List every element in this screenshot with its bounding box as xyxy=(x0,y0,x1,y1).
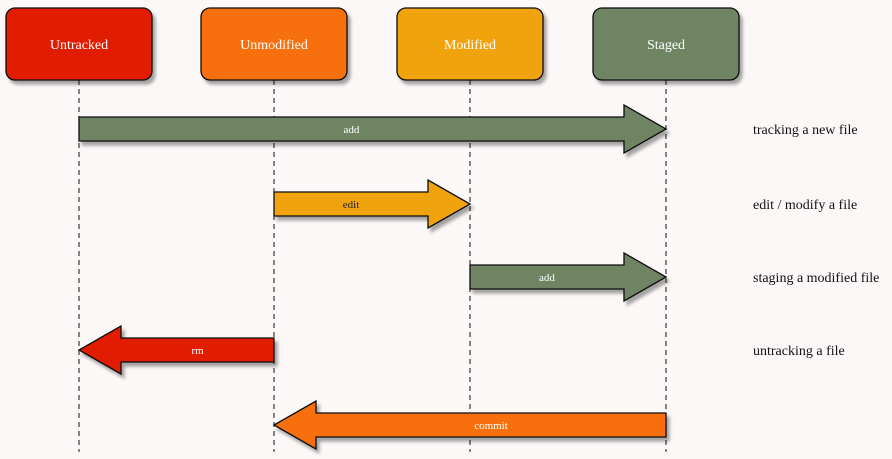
state-staged: Staged xyxy=(592,7,740,81)
transition-descriptions: tracking a new file edit / modify a file s… xyxy=(753,123,879,359)
arrow-label-add: add xyxy=(344,124,360,136)
transition-description: staging a modified file xyxy=(753,271,879,286)
transition-commit-staged-to-unmodified: commit xyxy=(272,399,667,451)
state-label-modified: Modified xyxy=(444,38,496,53)
transition-add-modified-to-staged: add xyxy=(469,251,668,303)
arrow-label-rm: rm xyxy=(191,345,204,357)
arrow-add xyxy=(78,103,668,155)
transition-description: edit / modify a file xyxy=(753,198,857,213)
state-label-staged: Staged xyxy=(647,38,685,53)
state-modified: Modified xyxy=(396,7,544,81)
state-unmodified: Unmodified xyxy=(200,7,348,81)
transition-description: untracking a file xyxy=(753,344,845,359)
arrow-add xyxy=(469,251,668,303)
transition-edit-unmodified-to-modified: edit xyxy=(273,178,472,230)
arrow-label-add: add xyxy=(539,272,555,284)
state-boxes: Untracked Unmodified Modified Staged xyxy=(5,7,740,81)
state-label-untracked: Untracked xyxy=(50,38,108,53)
arrow-edit xyxy=(273,178,472,230)
state-box-modified xyxy=(396,7,544,81)
state-box-untracked xyxy=(5,7,153,81)
state-box-staged xyxy=(592,7,740,81)
arrow-commit xyxy=(272,399,667,451)
state-box-unmodified xyxy=(200,7,348,81)
arrow-label-commit: commit xyxy=(474,420,508,432)
transition-add-untracked-to-staged: add xyxy=(78,103,668,155)
state-label-unmodified: Unmodified xyxy=(240,38,308,53)
lifelines xyxy=(78,80,667,452)
transition-rm-unmodified-to-untracked: rm xyxy=(77,324,275,376)
arrow-label-edit: edit xyxy=(343,199,360,211)
transition-description: tracking a new file xyxy=(753,123,858,138)
state-untracked: Untracked xyxy=(5,7,153,81)
transition-arrows: add edit add rm commit xyxy=(77,103,668,451)
arrow-rm xyxy=(77,324,275,376)
